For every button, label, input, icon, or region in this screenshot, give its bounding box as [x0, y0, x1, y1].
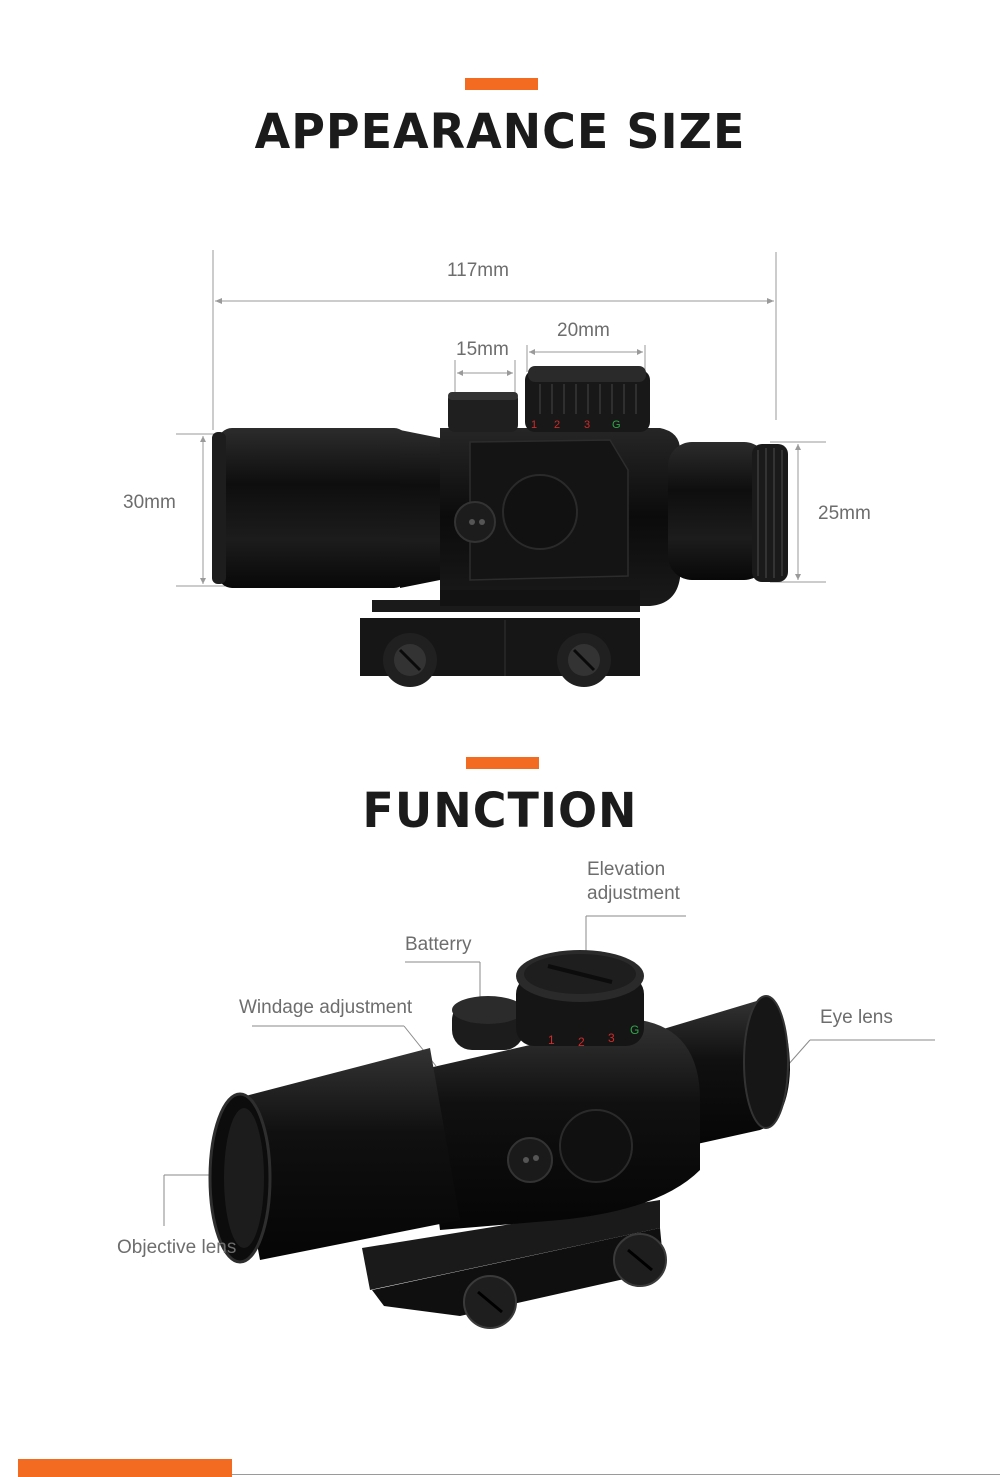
scope-angled-view [208, 950, 790, 1329]
accent-bar-top [465, 78, 538, 90]
callout-battery: Batterry [405, 934, 472, 955]
turret-markings-angled: 1 2 3 G [548, 1023, 639, 1049]
dimension-windage-turret: 15mm [456, 339, 509, 360]
dimension-arrowheads [200, 298, 801, 584]
svg-text:3: 3 [584, 419, 590, 431]
callout-objective: Objective lens [117, 1237, 237, 1258]
svg-text:2: 2 [554, 419, 560, 431]
scope-angled-view-diagram: 1 2 3 G [163, 915, 935, 1329]
scope-side-view [212, 366, 788, 687]
svg-text:G: G [612, 419, 621, 431]
dimension-overall-length: 117mm [447, 260, 509, 281]
dimension-elevation-turret: 20mm [557, 320, 610, 341]
svg-text:2: 2 [578, 1035, 585, 1049]
footer-rule [232, 1474, 1000, 1475]
callout-windage: Windage adjustment [239, 997, 413, 1018]
function-title: FUNCTION [362, 781, 638, 839]
svg-text:1: 1 [531, 419, 537, 431]
dimension-objective-tube: 30mm [123, 492, 176, 513]
dimension-lines [176, 250, 826, 587]
scope-side-view-diagram: 1 2 3 G [176, 250, 826, 687]
accent-bar-middle [466, 757, 539, 769]
callout-elevation-line2: adjustment [587, 883, 680, 904]
turret-markings-side: 1 2 3 G [531, 419, 621, 431]
callout-eye-lens: Eye lens [820, 1007, 893, 1028]
footer-accent-bar [18, 1459, 232, 1477]
appearance-title: APPEARANCE SIZE [254, 102, 746, 160]
svg-text:3: 3 [608, 1031, 615, 1045]
callout-elevation-line1: Elevation [587, 859, 666, 880]
dimension-eyepiece: 25mm [818, 503, 871, 524]
svg-text:G: G [630, 1023, 639, 1037]
svg-text:1: 1 [548, 1033, 555, 1047]
